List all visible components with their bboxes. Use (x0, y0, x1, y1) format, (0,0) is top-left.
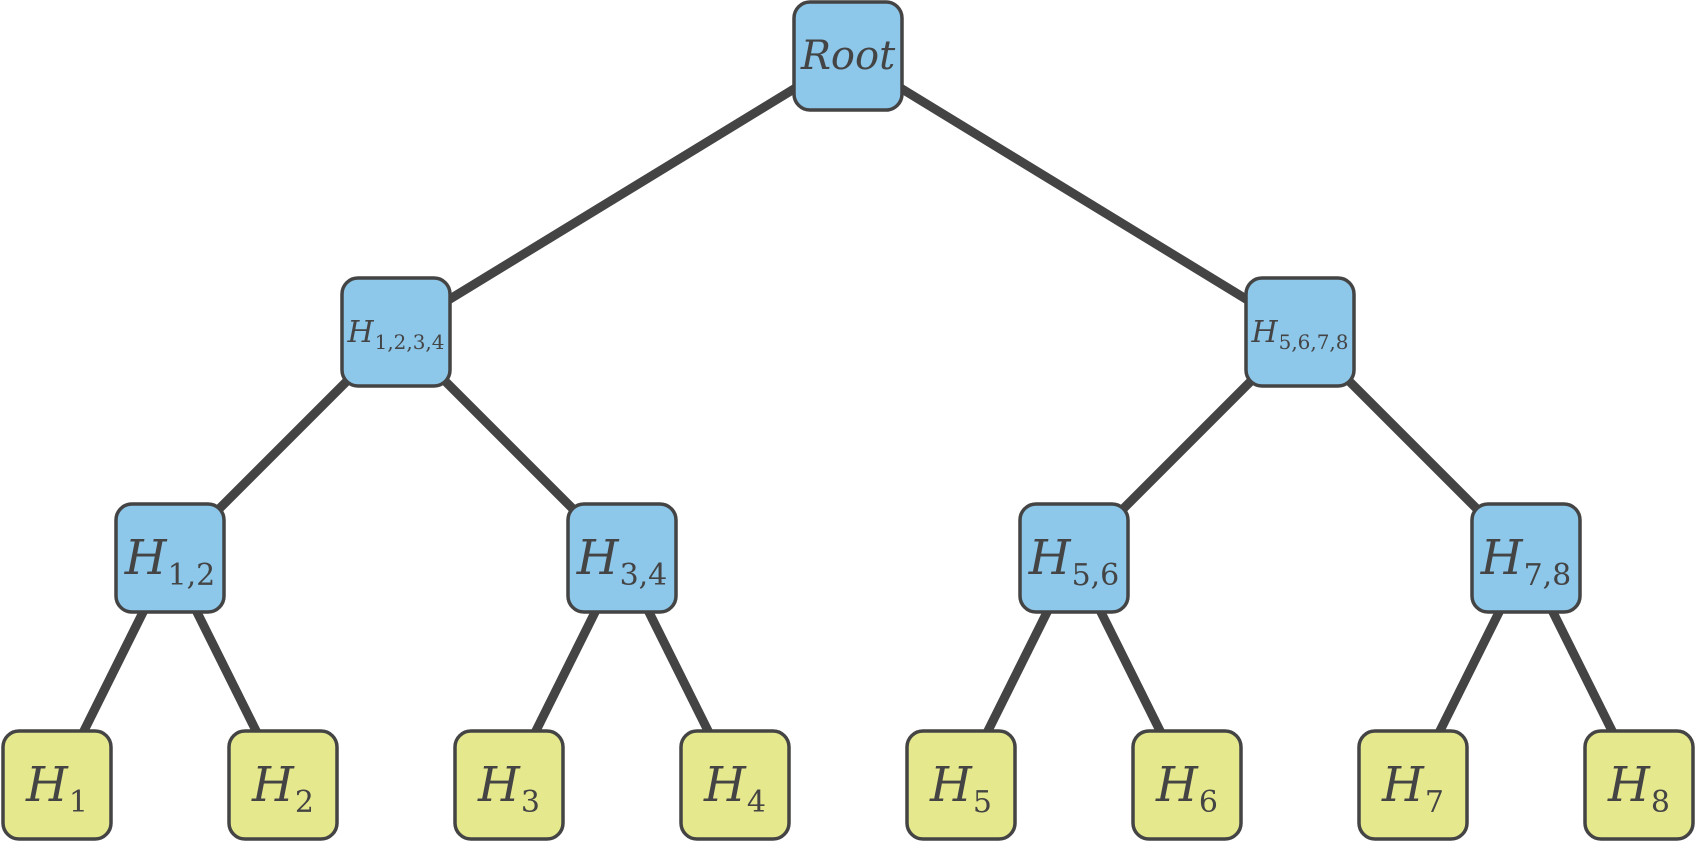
node-label-main: H (1155, 757, 1199, 813)
node-label-subscript: 3,4 (620, 558, 668, 593)
node-label: H1 (25, 757, 88, 820)
internal-node-box (1018, 502, 1130, 614)
node-label: H2 (251, 757, 314, 820)
node-label: H8 (1607, 757, 1670, 820)
node-label-subscript: 1 (69, 785, 88, 820)
node-label: H3 (477, 757, 540, 820)
node-label-main: H (703, 757, 747, 813)
tree-edges (52, 52, 1644, 788)
node-label: H1,2,3,4 (347, 315, 445, 354)
node-h-2: H2 (227, 729, 339, 841)
node-label-main: H (1028, 530, 1072, 586)
node-label-subscript: 5,6 (1072, 558, 1120, 593)
node-label: H6 (1155, 757, 1218, 820)
node-h-7: H7 (1357, 729, 1469, 841)
node-h-5: H5 (905, 729, 1017, 841)
node-label-main: H (1607, 757, 1651, 813)
node-label: H5,6,7,8 (1251, 315, 1349, 354)
node-label: H5 (929, 757, 992, 820)
node-label-subscript: 3 (521, 785, 540, 820)
node-label-subscript: 8 (1651, 785, 1670, 820)
node-label-subscript: 2 (295, 785, 314, 820)
leaf-node-box (1, 729, 113, 841)
internal-node-box (1470, 502, 1582, 614)
node-label-main: H (251, 757, 295, 813)
node-label-main: H (929, 757, 973, 813)
node-h-8: H8 (1583, 729, 1695, 841)
node-h-1-2-3-4: H1,2,3,4 (340, 276, 452, 388)
node-label-main: H (25, 757, 69, 813)
internal-node-box (340, 276, 452, 388)
node-label-main: H (1480, 530, 1524, 586)
leaf-node-box (905, 729, 1017, 841)
leaf-node-box (227, 729, 339, 841)
node-label: H1,2 (124, 530, 216, 593)
node-label: H7,8 (1480, 530, 1572, 593)
node-label-main: H (576, 530, 620, 586)
node-label: H3,4 (576, 530, 668, 593)
tree-edge (845, 52, 1303, 336)
internal-node-box (1244, 276, 1356, 388)
node-h-3: H3 (453, 729, 565, 841)
node-label-subscript: 1,2 (168, 558, 216, 593)
node-label-subscript: 5,6,7,8 (1279, 330, 1349, 354)
node-label-main: H (477, 757, 521, 813)
tree-edge (393, 52, 851, 336)
leaf-node-box (679, 729, 791, 841)
node-label: H4 (703, 757, 766, 820)
node-h-5-6-7-8: H5,6,7,8 (1244, 276, 1356, 388)
internal-node-box (566, 502, 678, 614)
leaf-node-box (1583, 729, 1695, 841)
node-h-4: H4 (679, 729, 791, 841)
node-label-subscript: 7 (1425, 785, 1444, 820)
internal-node-box (114, 502, 226, 614)
node-h-1: H1 (1, 729, 113, 841)
node-label-main: Root (800, 33, 896, 79)
node-h-5-6: H5,6 (1018, 502, 1130, 614)
node-root: Root (792, 0, 904, 112)
node-label-subscript: 7,8 (1524, 558, 1572, 593)
node-label-subscript: 6 (1199, 785, 1218, 820)
node-h-1-2: H1,2 (114, 502, 226, 614)
leaf-node-box (1357, 729, 1469, 841)
node-label-main: H (347, 315, 375, 350)
leaf-node-box (1131, 729, 1243, 841)
leaf-node-box (453, 729, 565, 841)
node-h-7-8: H7,8 (1470, 502, 1582, 614)
node-label-subscript: 1,2,3,4 (375, 330, 445, 354)
node-label-subscript: 4 (747, 785, 766, 820)
node-label-subscript: 5 (973, 785, 992, 820)
node-h-6: H6 (1131, 729, 1243, 841)
node-label: H5,6 (1028, 530, 1120, 593)
internal-node-box (792, 0, 904, 112)
node-label-main: H (1251, 315, 1279, 350)
node-label: H7 (1381, 757, 1444, 820)
node-h-3-4: H3,4 (566, 502, 678, 614)
node-label-main: H (1381, 757, 1425, 813)
node-label: Root (800, 33, 896, 79)
node-label-main: H (124, 530, 168, 586)
